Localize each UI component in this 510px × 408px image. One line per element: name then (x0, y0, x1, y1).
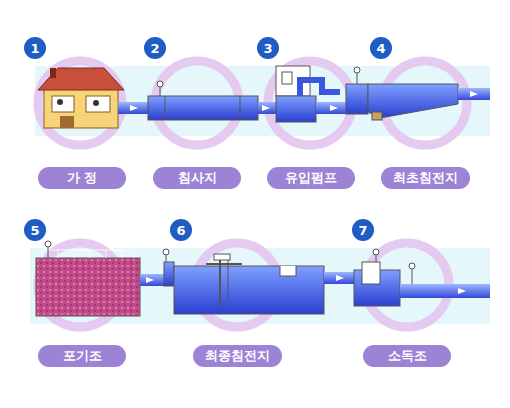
flow-arrows (130, 91, 478, 111)
pipe (316, 102, 346, 114)
step-name: 포기조 (63, 347, 102, 365)
callout-number: 6 (170, 219, 192, 241)
callout-number: 6 (176, 223, 185, 238)
callout-number: 4 (370, 37, 392, 59)
callout-number: 1 (24, 37, 46, 59)
pipe (258, 102, 276, 114)
step-name: 소독조 (388, 347, 427, 365)
house (38, 68, 124, 128)
ground-band (35, 66, 490, 136)
step-label: 최종침전지 (193, 345, 282, 367)
ground-band (30, 248, 490, 324)
step-label: 최초침전지 (381, 167, 470, 189)
primary-clarifier (346, 67, 490, 120)
callout-number: 1 (30, 41, 39, 56)
grit-chamber (148, 81, 258, 120)
callout-number: 3 (263, 41, 272, 56)
pipe (140, 274, 164, 286)
step-name: 유입펌프 (285, 169, 337, 187)
step-name: 가 정 (67, 169, 98, 187)
callout-number: 2 (144, 37, 166, 59)
step-name: 최초침전지 (393, 169, 458, 187)
flow-arrows (146, 275, 466, 294)
step-label: 침사지 (153, 167, 241, 189)
step-label: 소독조 (363, 345, 451, 367)
aeration-tank (36, 241, 140, 316)
step-label: 유입펌프 (267, 167, 355, 189)
callout-number: 5 (30, 223, 39, 238)
step-name: 침사지 (178, 169, 217, 187)
final-clarifier (163, 249, 354, 314)
callout-number: 2 (150, 41, 159, 56)
callout-number: 3 (257, 37, 279, 59)
disinfection-tank (354, 249, 490, 306)
callout-number: 7 (352, 219, 374, 241)
step-label: 포기조 (38, 345, 126, 367)
callout-number: 4 (376, 41, 385, 56)
step-label: 가 정 (38, 167, 126, 189)
callout-number: 5 (24, 219, 46, 241)
step-name: 최종침전지 (205, 347, 270, 365)
callout-number: 7 (358, 223, 367, 238)
pipe (118, 102, 148, 114)
